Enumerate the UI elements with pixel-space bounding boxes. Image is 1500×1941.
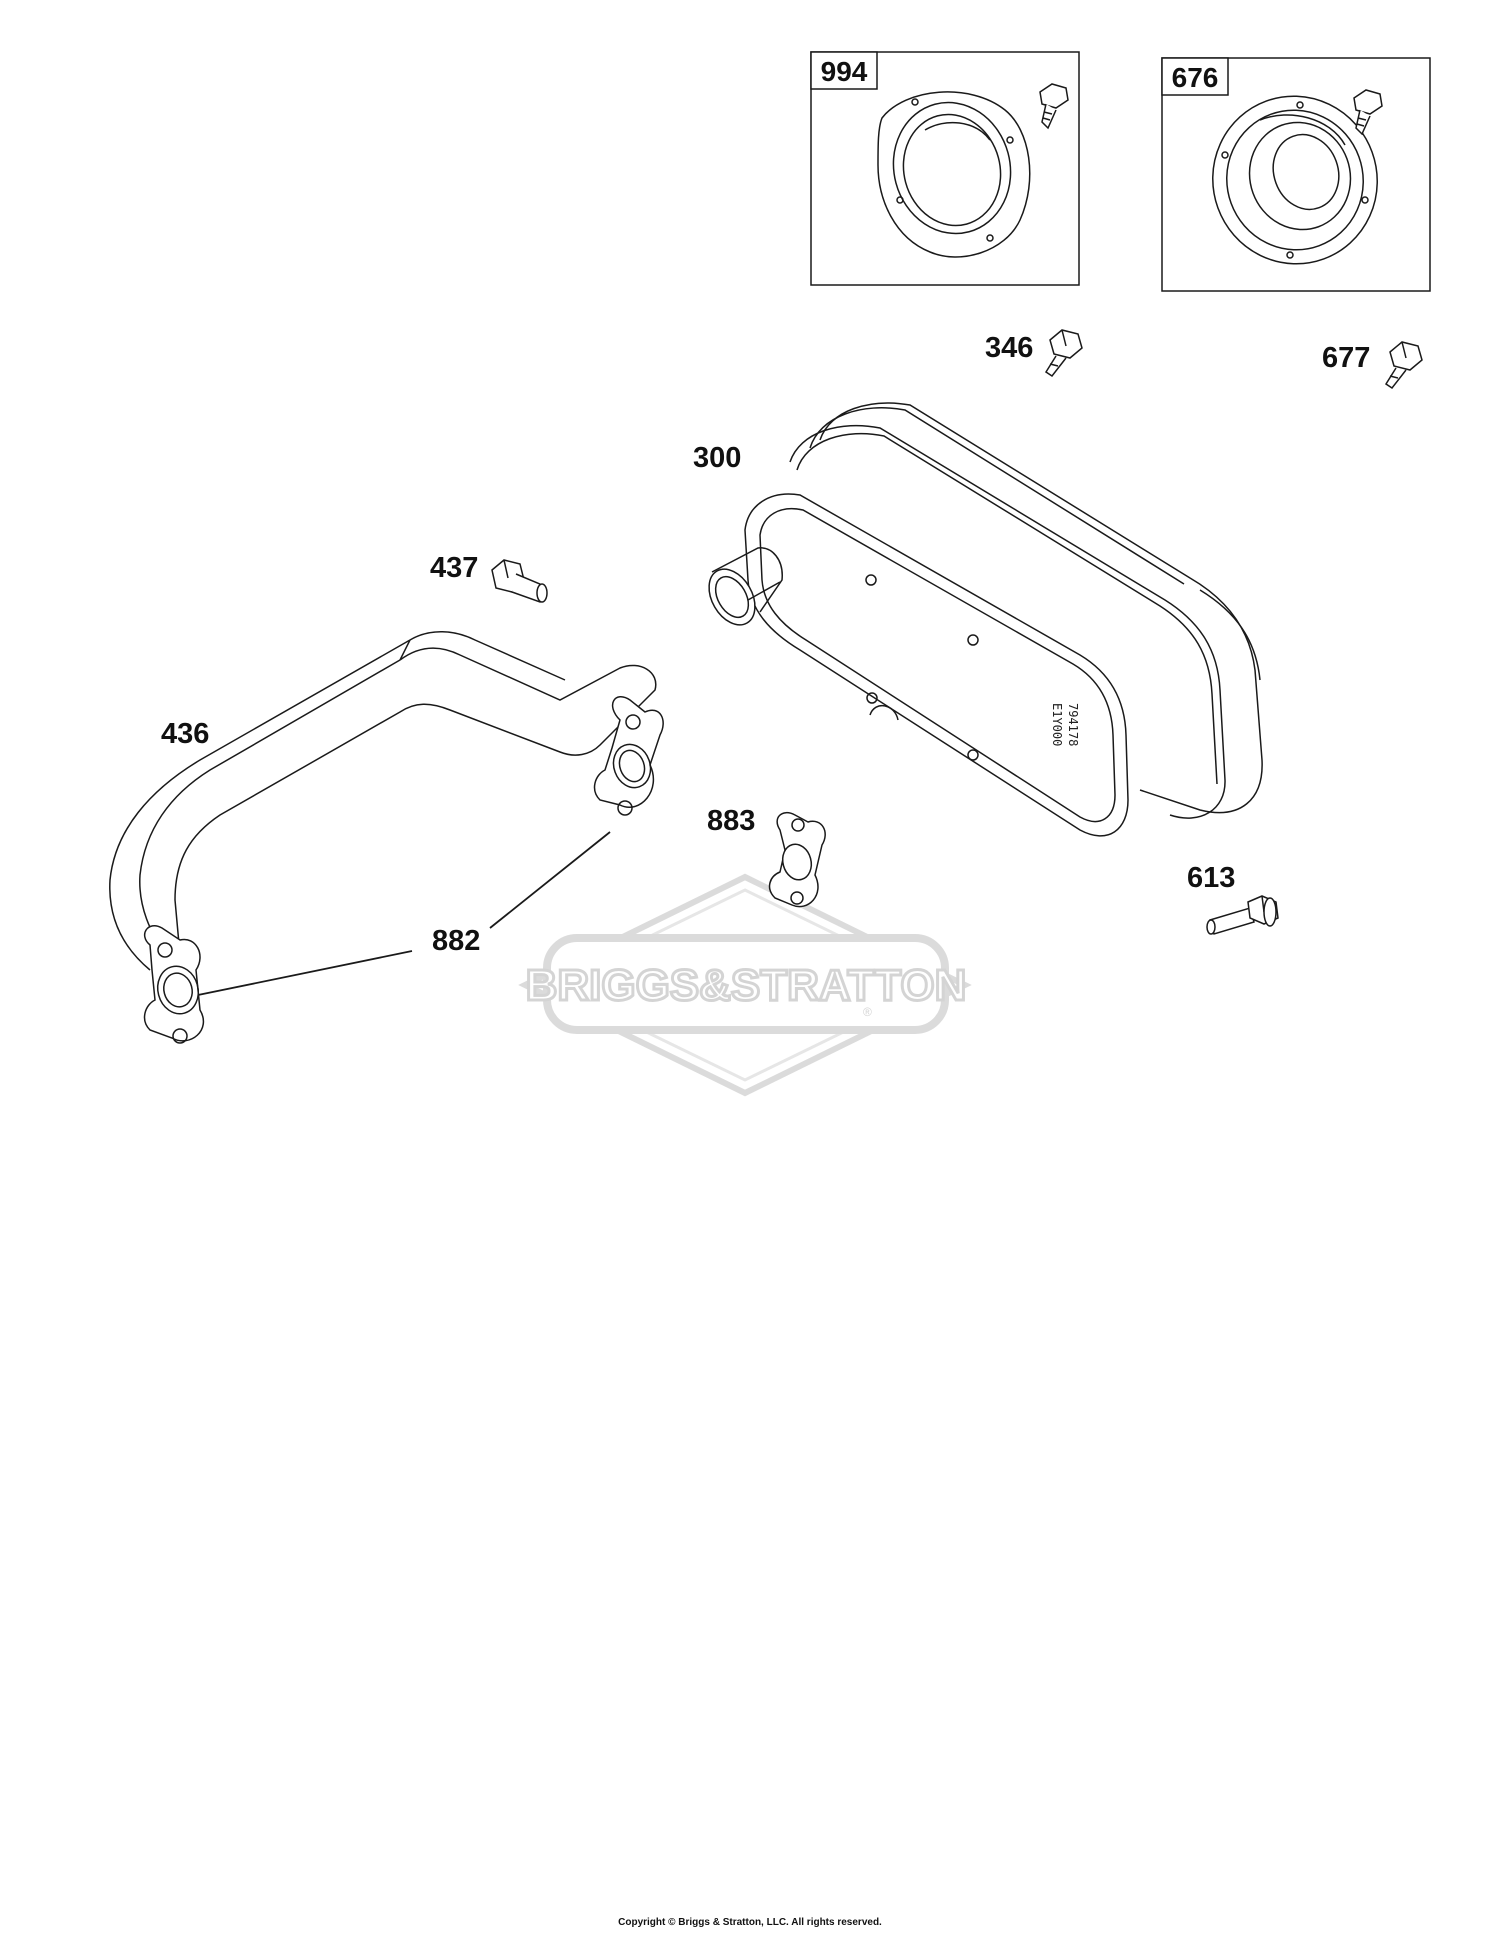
- callout-677[interactable]: 677: [1322, 342, 1370, 374]
- muffler[interactable]: [700, 403, 1262, 836]
- callout-994[interactable]: 994: [821, 56, 868, 87]
- muffler-guard-gasket-round[interactable]: [1189, 73, 1401, 287]
- inset-box-994: 994: [810, 51, 1080, 286]
- callout-300[interactable]: 300: [693, 442, 741, 474]
- copyright-notice: Copyright © Briggs & Stratton, LLC. All …: [618, 1917, 882, 1928]
- stud-437[interactable]: [492, 560, 547, 602]
- muffler-part-stamp: 794178 E1Y000: [1050, 703, 1080, 746]
- screw-994[interactable]: [1040, 84, 1068, 128]
- watermark-text: BRIGGS&STRATTON: [526, 961, 967, 1010]
- screw-676[interactable]: [1354, 90, 1382, 134]
- inset-box-676: 676: [1161, 57, 1431, 292]
- callout-882[interactable]: 882: [432, 925, 480, 957]
- bolt-613[interactable]: [1207, 896, 1278, 934]
- muffler-guard-gasket-oval[interactable]: [878, 89, 1030, 257]
- callout-883[interactable]: 883: [707, 805, 755, 837]
- callout-437[interactable]: 437: [430, 552, 478, 584]
- screw-677[interactable]: [1386, 342, 1422, 388]
- leader-lines-882: [197, 831, 611, 996]
- briggs-stratton-watermark-logo: BRIGGS&STRATTON ®: [518, 873, 972, 1097]
- callout-613[interactable]: 613: [1187, 862, 1235, 894]
- callout-436[interactable]: 436: [161, 718, 209, 750]
- svg-text:®: ®: [863, 1005, 872, 1019]
- muffler-stamp-line1: 794178: [1066, 703, 1080, 746]
- muffler-stamp-line2: E1Y000: [1050, 703, 1064, 746]
- exhaust-pipe[interactable]: [110, 632, 663, 1043]
- callout-346[interactable]: 346: [985, 332, 1033, 364]
- gasket-883[interactable]: [770, 813, 826, 907]
- screw-346[interactable]: [1046, 330, 1082, 376]
- callout-676[interactable]: 676: [1172, 62, 1219, 93]
